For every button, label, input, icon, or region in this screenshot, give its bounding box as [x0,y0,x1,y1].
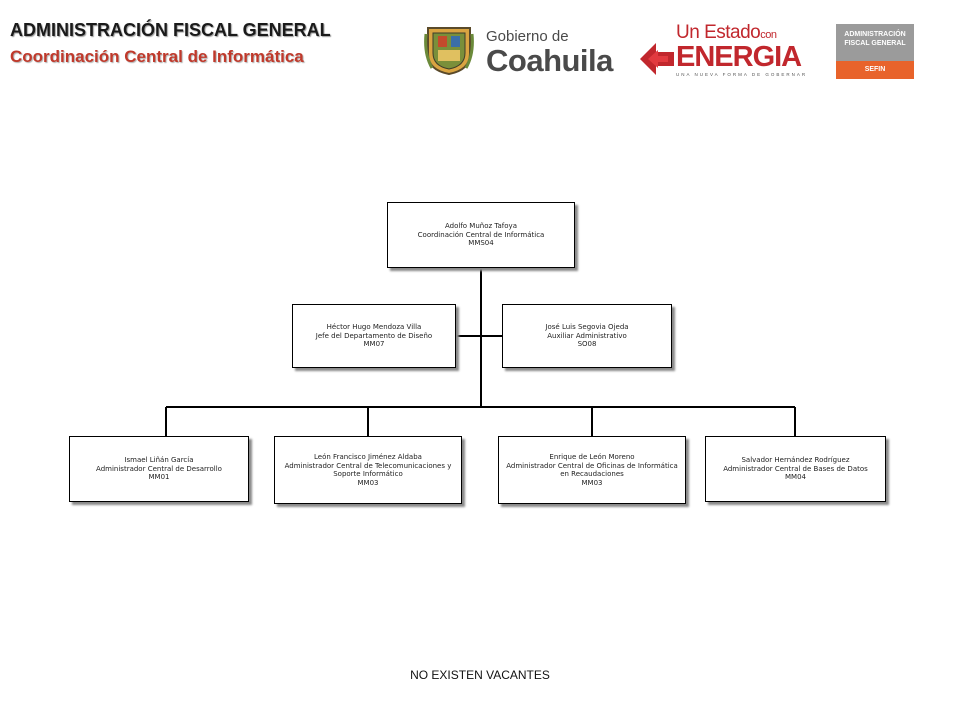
org-box-name: Héctor Hugo Mendoza Villa [326,323,422,332]
org-box-subordinate: León Francisco Jiménez Aldaba Administra… [274,436,462,504]
sefin-logo: ADMINISTRACIÓN FISCAL GENERAL SEFIN [836,24,914,79]
energia-top-text: Un Estadocon [676,22,777,43]
sefin-logo-top: ADMINISTRACIÓN FISCAL GENERAL [836,24,914,61]
page-subtitle: Coordinación Central de Informática [10,47,304,66]
energia-wordmark: ENERGIA [676,41,802,73]
org-box-name: León Francisco Jiménez Aldaba [314,453,422,461]
page-title: ADMINISTRACIÓN FISCAL GENERAL [10,20,331,40]
org-box-code: MM03 [581,478,603,487]
org-box-title: Administrador Central de Bases de Datos [723,464,868,473]
coahuila-wordmark: Coahuila [486,43,613,78]
org-box-staff-right: José Luis Segovia Ojeda Auxiliar Adminis… [502,304,672,368]
energia-tagline: UNA NUEVA FORMA DE GOBERNAR [676,72,808,77]
org-box-name: Enrique de León Moreno [549,453,635,461]
org-box-name: Adolfo Muñoz Tafoya [445,222,517,231]
org-box-head: Adolfo Muñoz Tafoya Coordinación Central… [387,202,575,268]
org-box-code: MM04 [785,473,806,482]
org-box-code: SO08 [577,340,597,349]
sefin-logo-bottom: SEFIN [836,61,914,79]
org-box-name: José Luis Segovia Ojeda [545,323,629,332]
org-box-code: MM01 [148,473,170,482]
energia-mark-icon [640,43,674,75]
org-box-name: Salvador Hernández Rodríguez [741,456,850,465]
org-box-title: Coordinación Central de Informática [417,230,545,239]
gobierno-label: Gobierno de [486,28,569,45]
org-box-subordinate: Enrique de León Moreno Administrador Cen… [498,436,686,504]
vacancies-note: NO EXISTEN VACANTES [410,668,550,682]
org-box-title: Administrador Central de Oficinas de Inf… [506,461,678,479]
org-box-staff-left: Héctor Hugo Mendoza Villa Jefe del Depar… [292,304,456,368]
org-box-code: MM03 [357,478,379,487]
org-box-title: Auxiliar Administrativo [547,331,627,340]
org-box-title: Administrador Central de Telecomunicacio… [284,461,452,479]
org-box-code: MM07 [363,340,385,349]
org-box-subordinate: Ismael Liñán García Administrador Centra… [69,436,249,502]
org-box-code: MMS04 [468,239,494,248]
coahuila-seal-logo [424,27,474,76]
org-box-subordinate: Salvador Hernández Rodríguez Administrad… [705,436,886,502]
org-box-title: Administrador Central de Desarrollo [96,464,222,473]
org-box-name: Ismael Liñán García [124,456,194,465]
org-box-title: Jefe del Departamento de Diseño [315,331,433,340]
